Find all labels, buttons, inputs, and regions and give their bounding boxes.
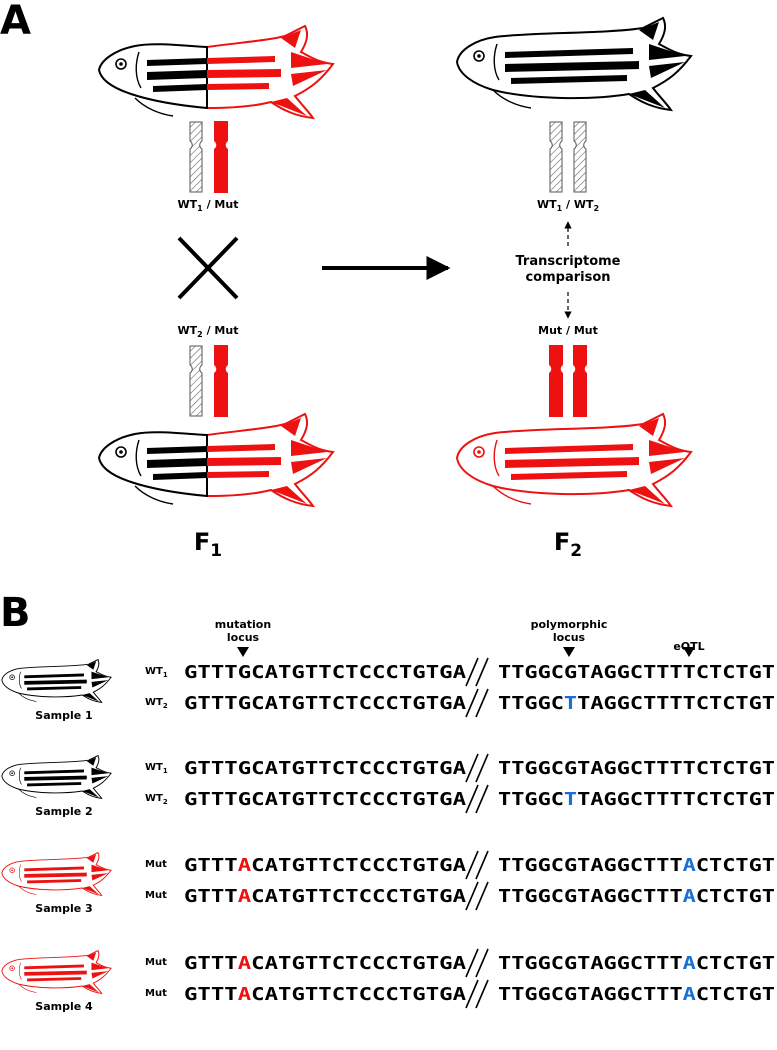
allele-label: WT1 (145, 762, 168, 775)
f2-wt2-chromosome (573, 121, 587, 193)
comparison-line-2: comparison (525, 270, 610, 285)
mut-chromosome-bottom (214, 345, 228, 417)
panel-b-label: B (0, 590, 31, 636)
sample-fish-mutant (1, 852, 112, 896)
mutation-locus-label-1: mutation (215, 618, 271, 631)
polymorphic-locus-label-1: polymorphic (531, 618, 608, 631)
allele-label: Mut (145, 859, 167, 870)
f1-top-genotype: WT1 / Mut (178, 198, 239, 213)
sequence-left: GTTTGCATGTTCTCCCTGTGA (184, 693, 466, 714)
polymorphic-locus-label-2: locus (553, 631, 586, 644)
allele-label: WT1 (145, 666, 168, 679)
sequence-left: GTTTGCATGTTCTCCCTGTGA (184, 758, 466, 779)
sequence-break-icon (465, 688, 489, 718)
wt2-chromosome (189, 345, 203, 417)
cross-symbol (177, 236, 239, 300)
f1-parent-fish-1 (98, 25, 334, 119)
sequence-break-icon (465, 753, 489, 783)
sample-name: Sample 1 (35, 709, 92, 722)
mutation-locus-label-2: locus (227, 631, 260, 644)
mut-chromosome-top (214, 121, 228, 193)
sequence-break-icon (465, 657, 489, 687)
generation-f1: F1 (194, 528, 222, 561)
sequence-break-icon (465, 979, 489, 1009)
sample-fish-mutant (1, 950, 112, 994)
f1-parent-fish-2 (98, 413, 334, 507)
f2-wt1-chromosome (549, 121, 563, 193)
f2-mutant-fish (456, 413, 692, 507)
allele-label: WT2 (145, 793, 168, 806)
polymorphic-locus-marker (563, 647, 575, 657)
comparison-line-1: Transcriptome (515, 254, 620, 269)
f1-bottom-genotype: WT2 / Mut (178, 324, 239, 339)
eqtl-label: eQTL (673, 640, 704, 653)
allele-label: Mut (145, 890, 167, 901)
sequence-break-icon (465, 850, 489, 880)
sample-name: Sample 4 (35, 1000, 93, 1013)
sequence-break-icon (465, 948, 489, 978)
wt1-chromosome (189, 121, 203, 193)
sample-fish-wild-type (1, 755, 112, 799)
f2-wt-fish (456, 17, 692, 111)
sequence-right: TTGGCGTAGGCTTTTCTCTGT (498, 758, 775, 779)
sequence-left: GTTTGCATGTTCTCCCTGTGA (184, 789, 466, 810)
sample-name: Sample 3 (35, 902, 92, 915)
f2-mut-chromosome-2 (573, 345, 587, 417)
allele-label: WT2 (145, 697, 168, 710)
sequence-left: GTTTGCATGTTCTCCCTGTGA (184, 662, 466, 683)
generation-f2: F2 (554, 528, 582, 561)
allele-label: Mut (145, 957, 167, 968)
sequence-right: TTGGCGTAGGCTTTTCTCTGT (498, 662, 775, 683)
panel-a-label: A (0, 0, 31, 44)
mutation-locus-marker (237, 647, 249, 657)
sequence-break-icon (465, 784, 489, 814)
sample-fish-wild-type (1, 659, 112, 703)
f2-bottom-genotype: Mut / Mut (538, 324, 598, 337)
f2-top-genotype: WT1 / WT2 (537, 198, 599, 213)
f2-mut-chromosome-1 (549, 345, 563, 417)
eqtl-marker (683, 647, 695, 657)
sample-name: Sample 2 (35, 805, 92, 818)
allele-label: Mut (145, 988, 167, 999)
sequence-break-icon (465, 881, 489, 911)
